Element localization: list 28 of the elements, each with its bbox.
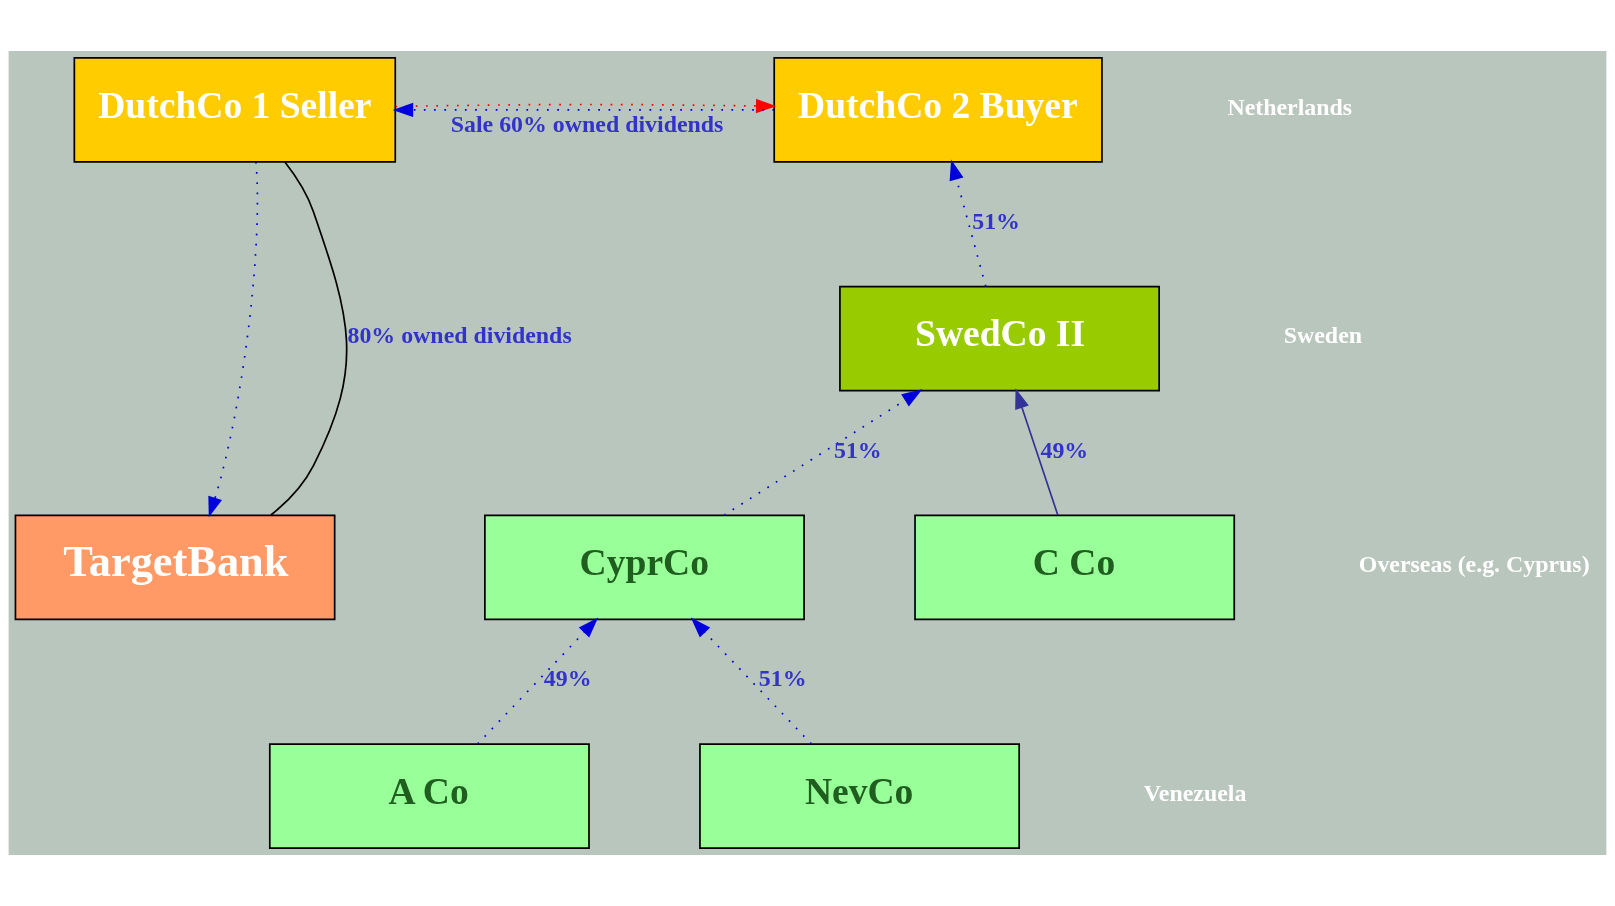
edge-label: 51% xyxy=(758,665,807,692)
arrow xyxy=(476,617,599,745)
label: Venezuela xyxy=(1143,779,1247,806)
label: Sweden xyxy=(1283,322,1363,349)
node-box: TargetBank xyxy=(14,514,336,621)
edge-label: 80% owned dividends xyxy=(347,322,572,349)
label: Overseas (e.g. Cyprus) xyxy=(1358,550,1590,577)
arrow xyxy=(949,159,987,288)
arrow xyxy=(690,617,813,745)
node-box: DutchCo 1 Seller xyxy=(73,56,397,163)
node-box: CyprCo xyxy=(484,514,805,621)
edge-label: 49% xyxy=(543,665,592,692)
edge-label: 51% xyxy=(972,207,1020,234)
node-box: A Co xyxy=(268,743,590,850)
node-box: C Co xyxy=(914,514,1236,621)
arrow xyxy=(1015,388,1059,516)
edge-label: Sale 60% owned dividends xyxy=(450,111,724,138)
arrow xyxy=(394,98,777,114)
node-box: SwedCo II xyxy=(839,285,1160,392)
connector xyxy=(270,161,348,516)
edge-label: 49% xyxy=(1040,436,1089,463)
label: Netherlands xyxy=(1227,93,1353,120)
node-box: NevCo xyxy=(699,743,1021,850)
node-box: DutchCo 2 Buyer xyxy=(773,56,1103,163)
arrow xyxy=(208,161,259,518)
arrow xyxy=(392,102,775,118)
edge-label: 51% xyxy=(833,436,882,463)
arrow xyxy=(723,389,923,516)
